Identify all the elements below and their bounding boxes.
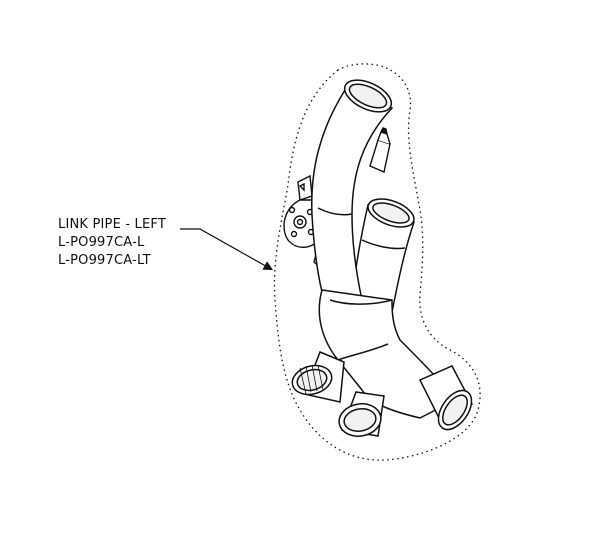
bottom-spigot bbox=[338, 391, 385, 437]
callout-leader-line bbox=[180, 228, 274, 271]
sealant-tube-icon bbox=[369, 127, 391, 173]
part-code-primary: L-PO997CA-L bbox=[58, 235, 145, 250]
upper-curved-pipe bbox=[311, 79, 394, 301]
part-callout: LINK PIPE - LEFT L-PO997CA-L L-PO997CA-L… bbox=[58, 216, 166, 270]
part-name: LINK PIPE - LEFT bbox=[58, 217, 166, 232]
lower-left-spigot bbox=[291, 351, 345, 403]
collector-y-section bbox=[318, 289, 457, 419]
part-code-secondary: L-PO997CA-LT bbox=[58, 253, 151, 268]
right-branch-pipe bbox=[351, 198, 415, 313]
right-outlet-pipe bbox=[418, 365, 474, 431]
